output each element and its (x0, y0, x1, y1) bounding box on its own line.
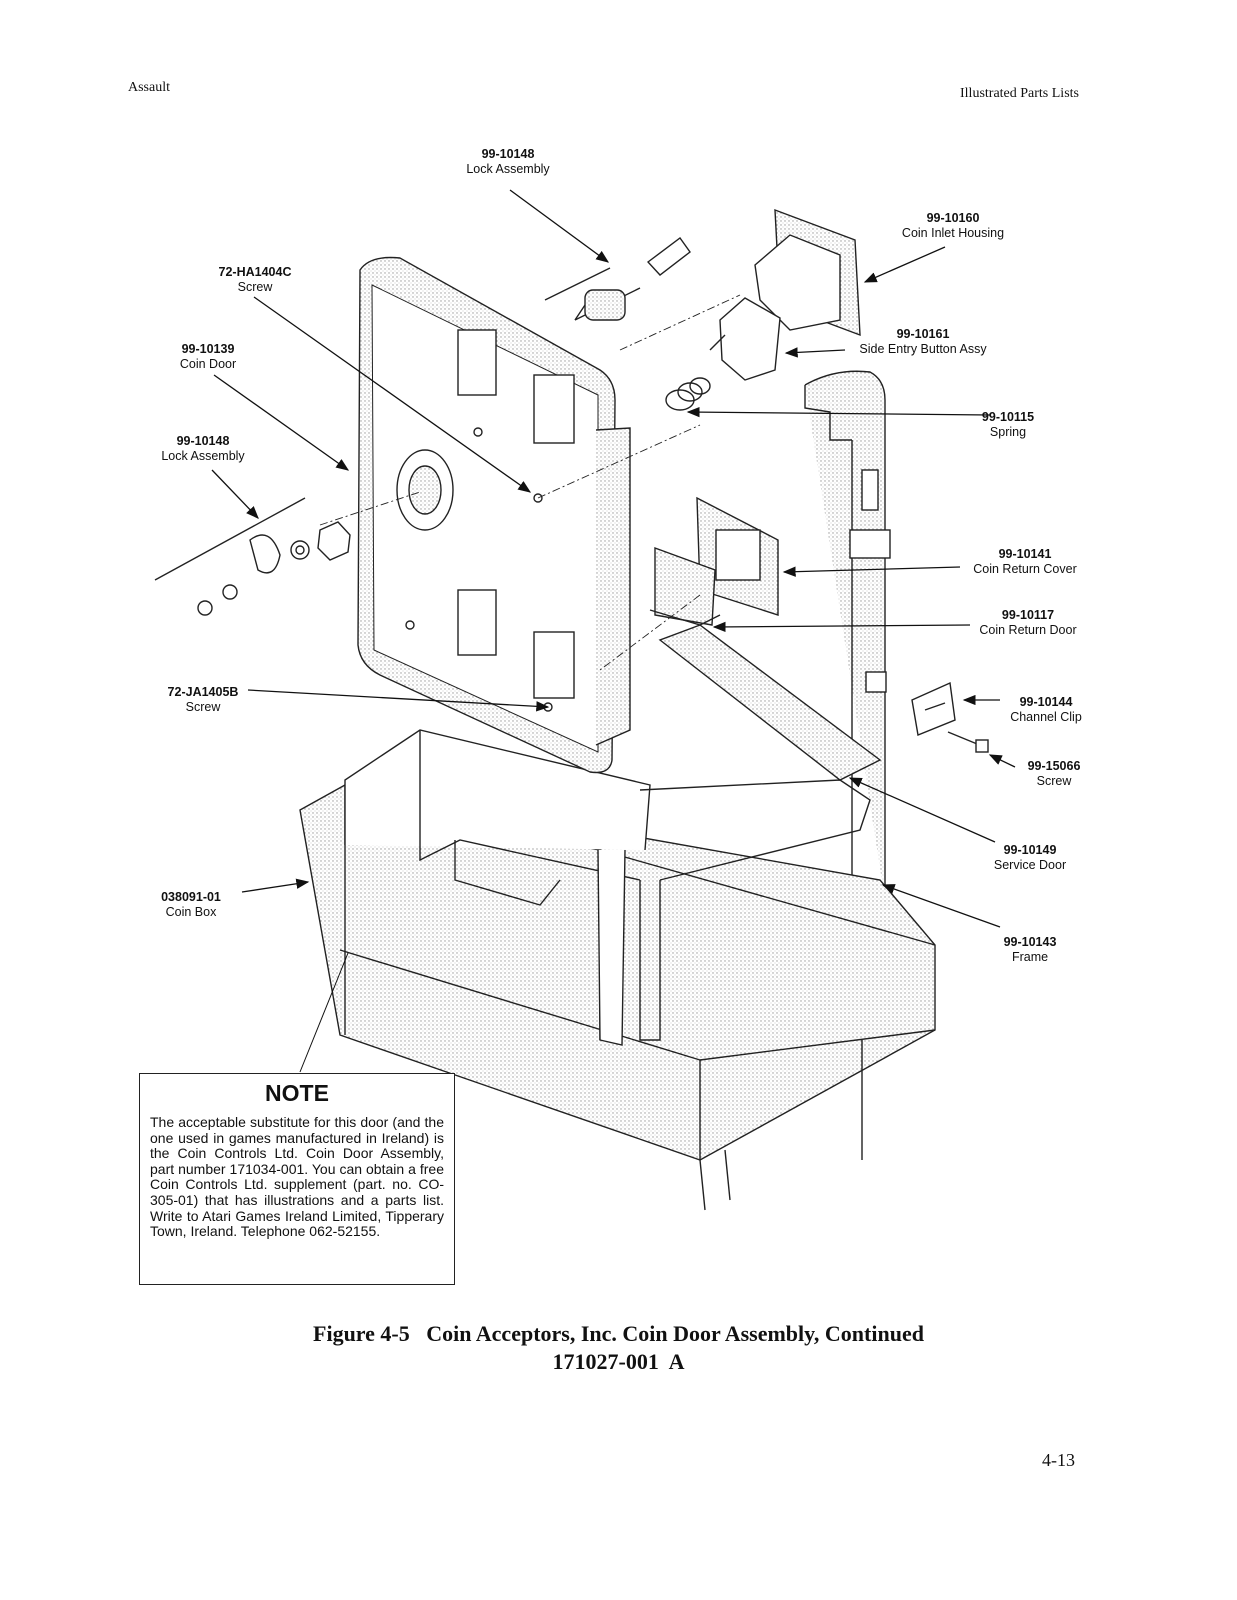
callout-part-number: 72-JA1405B (167, 685, 239, 699)
callout-service-door: 99-10149 Service Door (980, 843, 1080, 873)
coin-return-door-part (649, 546, 721, 626)
figure-caption: Figure 4-5 Coin Acceptors, Inc. Coin Doo… (0, 1320, 1237, 1376)
callout-description: Lock Assembly (161, 449, 245, 463)
callout-coin-return-cover: 99-10141 Coin Return Cover (960, 547, 1090, 577)
callout-part-number: 99-10139 (181, 342, 235, 356)
callout-description: Coin Inlet Housing (901, 226, 1005, 240)
note-body: The acceptable substitute for this door … (150, 1114, 444, 1240)
callout-part-number: 99-10149 (1003, 843, 1057, 857)
callout-description: Side Entry Button Assy (859, 342, 987, 356)
callout-spring: 99-10115 Spring (968, 410, 1048, 440)
callout-part-number: 99-10141 (998, 547, 1052, 561)
callout-channel-clip: 99-10144 Channel Clip (998, 695, 1094, 725)
channel-clip-part (911, 681, 956, 736)
callout-lock-assembly-left: 99-10148 Lock Assembly (150, 434, 256, 464)
figure-caption-drawing-number: 171027-001 A (552, 1349, 685, 1374)
callout-part-number: 99-15066 (1027, 759, 1081, 773)
callout-screw-72-ja1405b: 72-JA1405B Screw (153, 685, 253, 715)
callout-coin-return-door: 99-10117 Coin Return Door (966, 608, 1090, 638)
callout-description: Frame (1011, 950, 1049, 964)
side-entry-button-part (709, 297, 781, 381)
running-header-right: Illustrated Parts Lists (960, 86, 1079, 101)
callout-coin-inlet-housing: 99-10160 Coin Inlet Housing (890, 211, 1016, 241)
callout-description: Channel Clip (1010, 710, 1082, 724)
spring-part (665, 377, 711, 411)
lock-assembly-part (544, 237, 691, 321)
callout-frame: 99-10143 Frame (990, 935, 1070, 965)
callout-part-number: 99-10117 (1001, 608, 1055, 622)
figure-caption-title: Figure 4-5 Coin Acceptors, Inc. Coin Doo… (313, 1321, 924, 1346)
callout-part-number: 99-10115 (981, 410, 1035, 424)
lock-assembly-left-part (154, 497, 351, 616)
callout-side-entry-button: 99-10161 Side Entry Button Assy (848, 327, 998, 357)
callout-description: Coin Return Door (979, 623, 1077, 637)
note-box: NOTE The acceptable substitute for this … (139, 1073, 455, 1285)
callout-part-number: 99-10160 (926, 211, 980, 225)
callout-description: Screw (1036, 774, 1072, 788)
screw-part (947, 731, 989, 753)
callout-part-number: 99-10148 (481, 147, 535, 161)
callout-screw-72-ha1404c: 72-HA1404C Screw (200, 265, 310, 295)
callout-screw-99-15066: 99-15066 Screw (1012, 759, 1096, 789)
callout-part-number: 72-HA1404C (218, 265, 292, 279)
callout-description: Spring (989, 425, 1027, 439)
callout-coin-box: 038091-01 Coin Box (150, 890, 232, 920)
service-door-part (597, 624, 882, 1046)
callout-coin-door: 99-10139 Coin Door (163, 342, 253, 372)
page-number: 4-13 (1042, 1450, 1075, 1470)
callout-description: Coin Return Cover (973, 562, 1077, 576)
callout-description: Coin Box (165, 905, 217, 919)
callout-description: Coin Door (179, 357, 237, 371)
callout-part-number: 038091-01 (161, 890, 221, 904)
callout-part-number: 99-10144 (1019, 695, 1073, 709)
running-header-left: Assault (128, 80, 170, 95)
note-title: NOTE (265, 1080, 329, 1106)
frame-part (804, 370, 891, 901)
callout-lock-assembly-top: 99-10148 Lock Assembly (458, 147, 558, 177)
coin-inlet-housing-part (754, 208, 861, 337)
callout-part-number: 99-10143 (1003, 935, 1057, 949)
callout-description: Screw (185, 700, 221, 714)
callout-description: Screw (237, 280, 273, 294)
coin-door-part (357, 256, 631, 774)
coin-return-cover-part (696, 496, 779, 616)
callout-description: Lock Assembly (466, 162, 550, 176)
callout-part-number: 99-10148 (176, 434, 230, 448)
callout-description: Service Door (993, 858, 1067, 872)
callout-part-number: 99-10161 (896, 327, 950, 341)
